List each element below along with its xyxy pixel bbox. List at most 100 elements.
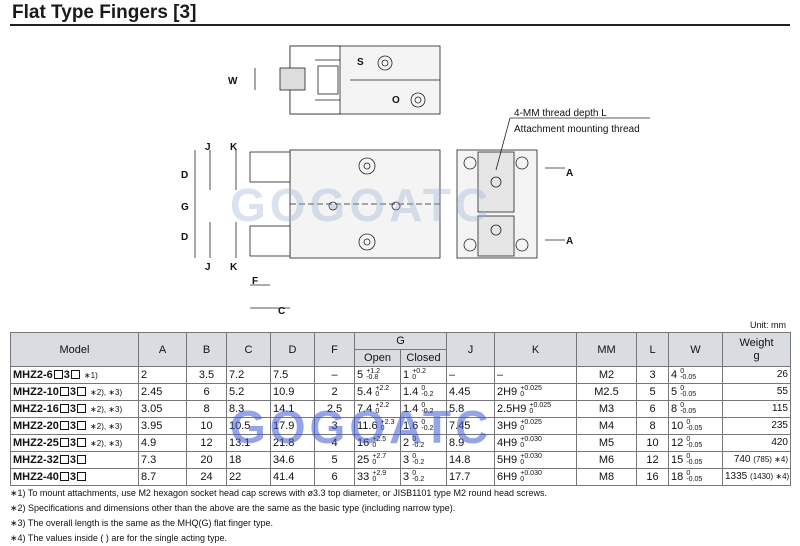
- placeholder-box: [76, 387, 86, 397]
- cell-mm: M6: [576, 451, 637, 469]
- placeholder-box: [59, 404, 69, 414]
- cell-weight: 235: [722, 417, 791, 435]
- header-w: W: [668, 332, 723, 367]
- placeholder-box: [59, 421, 69, 431]
- cell-a: 3.05: [138, 400, 187, 418]
- dim-j-bottom-label: J: [205, 262, 211, 273]
- cell-l: 10: [636, 434, 669, 452]
- placeholder-box: [76, 438, 86, 448]
- cell-a: 4.9: [138, 434, 187, 452]
- tolerance: 0-0.05: [686, 419, 703, 433]
- spec-table: Model A B C D F G J K MM L W Weight g Op…: [10, 332, 791, 486]
- cell-j: 4.45: [446, 383, 495, 401]
- cell-b: 20: [186, 451, 227, 469]
- header-weight: Weight g: [722, 332, 791, 367]
- cell-b: 10: [186, 417, 227, 435]
- placeholder-box: [76, 472, 86, 482]
- cell-mm: M2.5: [576, 383, 637, 401]
- placeholder-box: [76, 421, 86, 431]
- dim-s-label: S: [357, 57, 364, 68]
- cell-weight: 26: [722, 366, 791, 384]
- cell-d: 21.8: [270, 434, 315, 452]
- end-view: A A 4-MM thread depth L Attachment mount…: [456, 108, 650, 259]
- cell-a: 2: [138, 366, 187, 384]
- cell-mm: M8: [576, 468, 637, 486]
- cell-j: –: [446, 366, 495, 384]
- header-k: K: [494, 332, 577, 367]
- technical-drawing: W S O J K D G D J K F C: [181, 45, 650, 317]
- cell-weight: 420: [722, 434, 791, 452]
- cell-l: 6: [636, 400, 669, 418]
- cell-j: 17.7: [446, 468, 495, 486]
- cell-l: 5: [636, 383, 669, 401]
- dim-j-top-label: J: [205, 142, 211, 153]
- header-g-closed: Closed: [400, 349, 447, 367]
- placeholder-box: [53, 370, 63, 380]
- cell-b: 12: [186, 434, 227, 452]
- header-j: J: [446, 332, 495, 367]
- cell-g-closed: 1.4 0-0.2: [400, 383, 447, 401]
- cell-a: 8.7: [138, 468, 187, 486]
- cell-c: 5.2: [226, 383, 271, 401]
- cell-d: 34.6: [270, 451, 315, 469]
- cell-c: 7.2: [226, 366, 271, 384]
- cell-w: 15 0-0.05: [668, 451, 723, 469]
- dim-w-label: W: [228, 76, 238, 87]
- unit-label: Unit: mm: [750, 320, 786, 330]
- cell-l: 8: [636, 417, 669, 435]
- cell-mm: M5: [576, 434, 637, 452]
- header-model: Model: [10, 332, 139, 367]
- footnote-4: ∗4) The values inside ( ) are for the si…: [10, 533, 227, 543]
- callout-thread-label: 4-MM thread depth L: [514, 108, 607, 119]
- tolerance: +1.2-0.8: [366, 368, 381, 382]
- title-rule: [10, 24, 790, 26]
- cell-mm: M2: [576, 366, 637, 384]
- header-f: F: [314, 332, 355, 367]
- cell-a: 7.3: [138, 451, 187, 469]
- tolerance: 0-0.2: [412, 470, 425, 484]
- placeholder-box: [76, 455, 86, 465]
- header-c: C: [226, 332, 271, 367]
- cell-a: 2.45: [138, 383, 187, 401]
- cell-w: 8 0-0.05: [668, 400, 723, 418]
- tolerance: 0-0.05: [686, 453, 703, 467]
- cell-g-closed: 1.6 0-0.2: [400, 417, 447, 435]
- cell-g-closed: 2 0-0.2: [400, 434, 447, 452]
- placeholder-box: [70, 370, 80, 380]
- dim-d-bottom-label: D: [181, 232, 188, 243]
- cell-b: 8: [186, 400, 227, 418]
- cell-d: 7.5: [270, 366, 315, 384]
- cell-d: 41.4: [270, 468, 315, 486]
- footnote-1: ∗1) To mount attachments, use M2 hexagon…: [10, 488, 547, 498]
- dim-o-label: O: [392, 95, 400, 106]
- cell-f: 2: [314, 383, 355, 401]
- cell-weight: 55: [722, 383, 791, 401]
- footnote-3: ∗3) The overall length is the same as th…: [10, 518, 273, 528]
- cell-w: 18 0-0.05: [668, 468, 723, 486]
- callout-attachment-label: Attachment mounting thread: [514, 124, 640, 135]
